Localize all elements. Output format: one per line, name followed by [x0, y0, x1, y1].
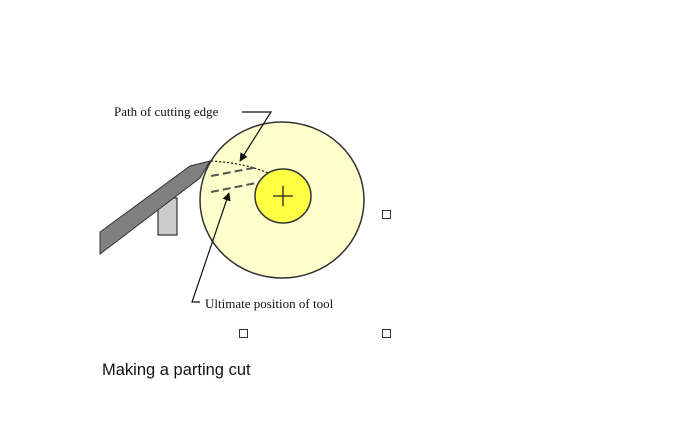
- resize-handle-bottom[interactable]: [239, 329, 248, 338]
- cutting-tool: [99, 160, 212, 256]
- cutting-edge-leader-arrow: [239, 111, 273, 162]
- label-path-of-cutting-edge: Path of cutting edge: [114, 104, 219, 119]
- cutting-edge-path: [210, 160, 269, 174]
- resize-handle-right[interactable]: [382, 210, 391, 219]
- resize-handle-bottom-right[interactable]: [382, 329, 391, 338]
- tool-position-dashed-upper: [210, 166, 259, 177]
- figure-caption: Making a parting cut: [102, 361, 251, 379]
- center-hole: [254, 168, 312, 224]
- ultimate-position-leader-arrow: [191, 192, 231, 303]
- tool-position-dashed-lower: [210, 182, 257, 193]
- label-ultimate-position: Ultimate position of tool: [205, 296, 334, 311]
